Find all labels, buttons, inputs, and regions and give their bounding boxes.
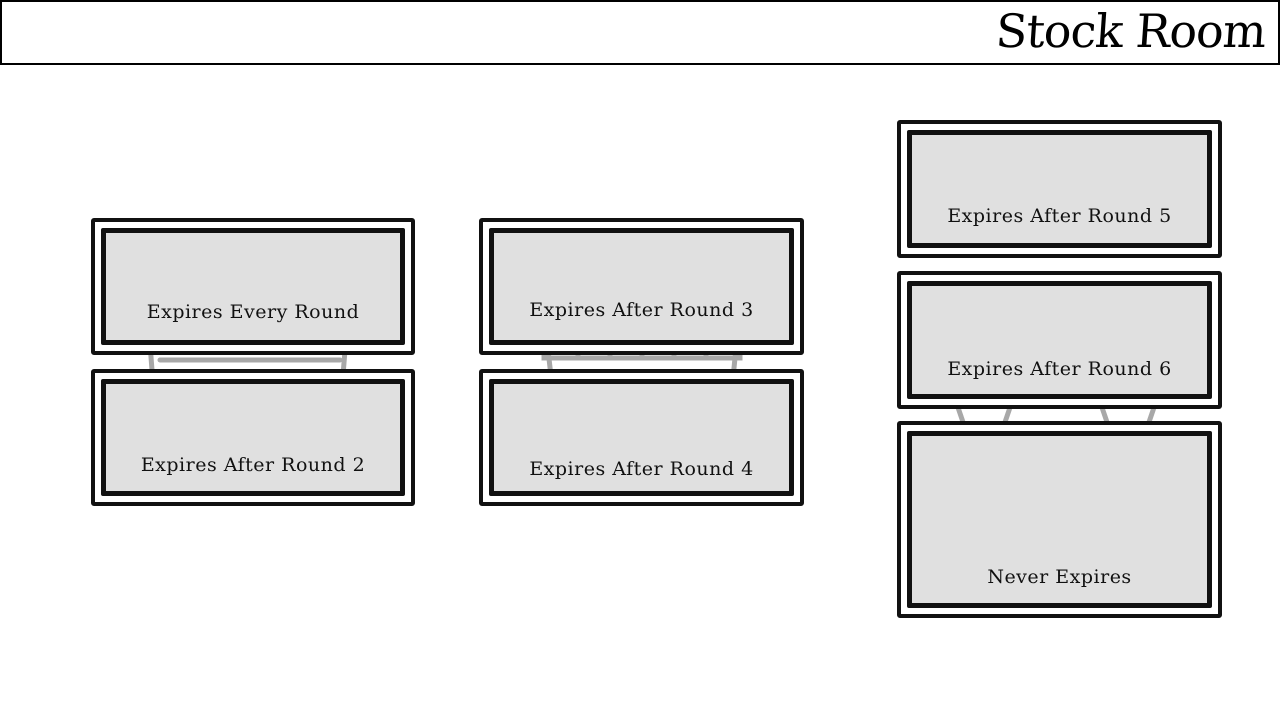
bin-panel: Expires After Round 6: [907, 281, 1212, 399]
bin-expires-after-round-4[interactable]: Expires After Round 4: [479, 369, 804, 506]
bin-label: Expires After Round 2: [140, 454, 366, 476]
bin-expires-after-round-6[interactable]: Expires After Round 6: [897, 271, 1222, 409]
bin-never-expires[interactable]: Never Expires: [897, 421, 1222, 618]
bin-panel: Expires After Round 4: [489, 379, 794, 496]
bin-label: Expires After Round 4: [529, 458, 754, 480]
bin-panel: Never Expires: [907, 431, 1212, 608]
page-title: Stock Room: [994, 4, 1268, 58]
bin-label: Expires After Round 5: [947, 205, 1172, 227]
bin-panel: Expires Every Round: [101, 228, 405, 345]
bin-expires-after-round-3[interactable]: Expires After Round 3: [479, 218, 804, 355]
bin-panel: Expires After Round 2: [101, 379, 405, 496]
bin-panel: Expires After Round 3: [489, 228, 794, 345]
header-bar: Stock Room: [0, 0, 1280, 65]
bin-expires-after-round-5[interactable]: Expires After Round 5: [897, 120, 1222, 258]
bin-panel: Expires After Round 5: [907, 130, 1212, 248]
bin-label: Expires Every Round: [146, 301, 360, 323]
bin-label: Expires After Round 6: [947, 358, 1172, 380]
bin-label: Never Expires: [987, 566, 1132, 588]
bin-label: Expires After Round 3: [529, 299, 754, 321]
bin-expires-after-round-2[interactable]: Expires After Round 2: [91, 369, 415, 506]
bin-expires-every-round[interactable]: Expires Every Round: [91, 218, 415, 355]
